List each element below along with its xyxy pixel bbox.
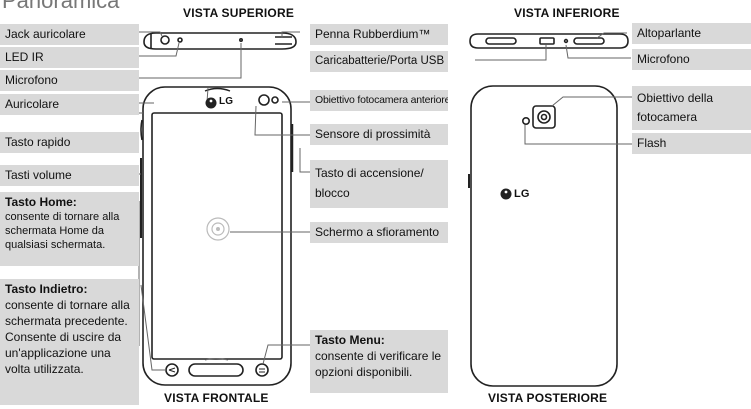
label-power-key: Tasto di accensione/ blocco [310,160,448,208]
label-speaker: Altoparlante [632,23,751,44]
label-camera-lens: Obiettivo della fotocamera [632,86,751,130]
label-microphone-top: Microfono [0,70,139,91]
page-title: Panoramica [2,0,120,13]
label-quick-key: Tasto rapido [0,132,139,153]
back-key-desc: consente di tornare alla schermata prece… [5,298,130,376]
headset-jack-icon [160,35,170,45]
brand-front: LG [219,96,234,107]
label-ir-led: LED IR [0,47,139,68]
home-key-desc: consente di tornare alla schermata Home … [5,211,120,251]
top-view-phone [143,32,297,50]
label-charger-port: Caricabatterie/Porta USB [310,51,448,72]
speaker-right-icon [573,37,605,45]
menu-key-icon [255,363,269,377]
heading-bottom-view: VISTA INFERIORE [514,6,620,20]
label-headset-jack: Jack auricolare [0,24,139,45]
heading-top-view: VISTA SUPERIORE [183,6,295,20]
label-touchscreen: Schermo a sfioramento [310,222,448,243]
label-flash: Flash [632,133,751,154]
heading-front-view: VISTA FRONTALE [164,391,269,405]
rear-camera-icon [532,105,556,129]
brand-back: LG [514,188,530,200]
label-front-camera: Obiettivo fotocamera anteriore [310,90,448,111]
label-menu-key: Tasto Menu: consente di verificare le op… [310,330,448,393]
heading-back-view: VISTA POSTERIORE [488,391,608,405]
ir-led-icon [177,37,183,43]
label-earpiece: Auricolare [0,94,139,115]
speaker-left-icon [485,37,517,45]
front-camera-icon [271,96,279,104]
home-key-icon [188,363,244,377]
label-home-key: Tasto Home: consente di tornare alla sch… [0,192,139,266]
usb-port-icon [539,37,555,45]
mic-bottom-icon [563,38,569,44]
label-back-key: Tasto Indietro: consente di tornare alla… [0,279,139,405]
lg-logo-front-icon [205,97,217,109]
back-key-title: Tasto Indietro: [5,282,88,296]
lg-logo-back-icon [500,188,512,200]
bottom-view-phone [469,33,629,49]
touch-target-icon [206,217,230,241]
flash-icon [521,117,530,126]
menu-key-desc: consente di verificare le opzioni dispon… [315,349,442,379]
label-volume-keys: Tasti volume [0,165,139,186]
back-view-phone [468,85,618,387]
label-microphone-bottom: Microfono [632,49,751,70]
home-key-title: Tasto Home: [5,195,77,209]
label-pen: Penna Rubberdium™ [310,24,448,45]
menu-key-title: Tasto Menu: [315,333,385,347]
back-key-icon [165,363,179,377]
front-view-phone [140,86,294,386]
label-proximity-sensor: Sensore di prossimità [310,124,448,145]
